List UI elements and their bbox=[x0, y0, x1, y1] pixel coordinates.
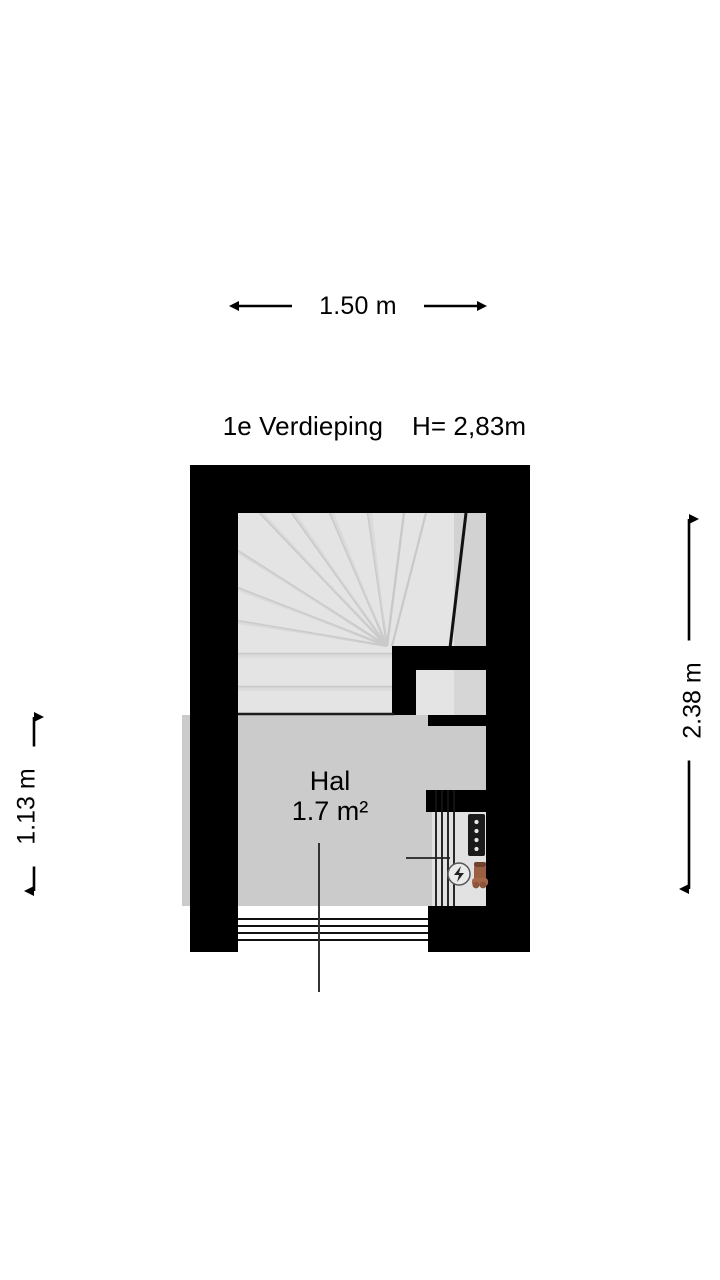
right-depth-dimension-label: 2.38 m bbox=[678, 640, 708, 761]
left-depth-dimension-label: 1.13 m bbox=[12, 746, 42, 867]
floor-title-label: 1e Verdieping bbox=[222, 411, 384, 441]
opening-jamb-left bbox=[190, 906, 238, 952]
stair-opening-down bbox=[210, 906, 450, 952]
wall-ring bbox=[190, 465, 530, 952]
title-spacer bbox=[383, 411, 412, 441]
electric-meter-icon bbox=[447, 862, 471, 886]
meter-cupboard bbox=[406, 790, 488, 910]
page-title: 1e Verdieping H= 2,83m bbox=[0, 366, 720, 486]
ceiling-height-label: H= 2,83m bbox=[411, 411, 527, 441]
stair-cut-line bbox=[448, 512, 468, 649]
width-dimension: 1.50 m bbox=[232, 286, 484, 326]
pipe-connector-icon bbox=[472, 862, 488, 889]
plan-drawing bbox=[182, 465, 530, 992]
fuse-box-icon bbox=[468, 814, 485, 856]
right-depth-dimension-arrow bbox=[679, 514, 699, 894]
width-dimension-label: 1.50 m bbox=[292, 286, 424, 326]
winder-staircase bbox=[238, 513, 454, 715]
opening-jamb-right bbox=[428, 906, 530, 952]
room-name-label: Hal bbox=[309, 766, 351, 796]
room-area-label: 1.7 m² bbox=[291, 796, 369, 827]
room-label: Hal 1.7 m² bbox=[230, 766, 430, 826]
stair-partition-wall bbox=[392, 646, 486, 715]
